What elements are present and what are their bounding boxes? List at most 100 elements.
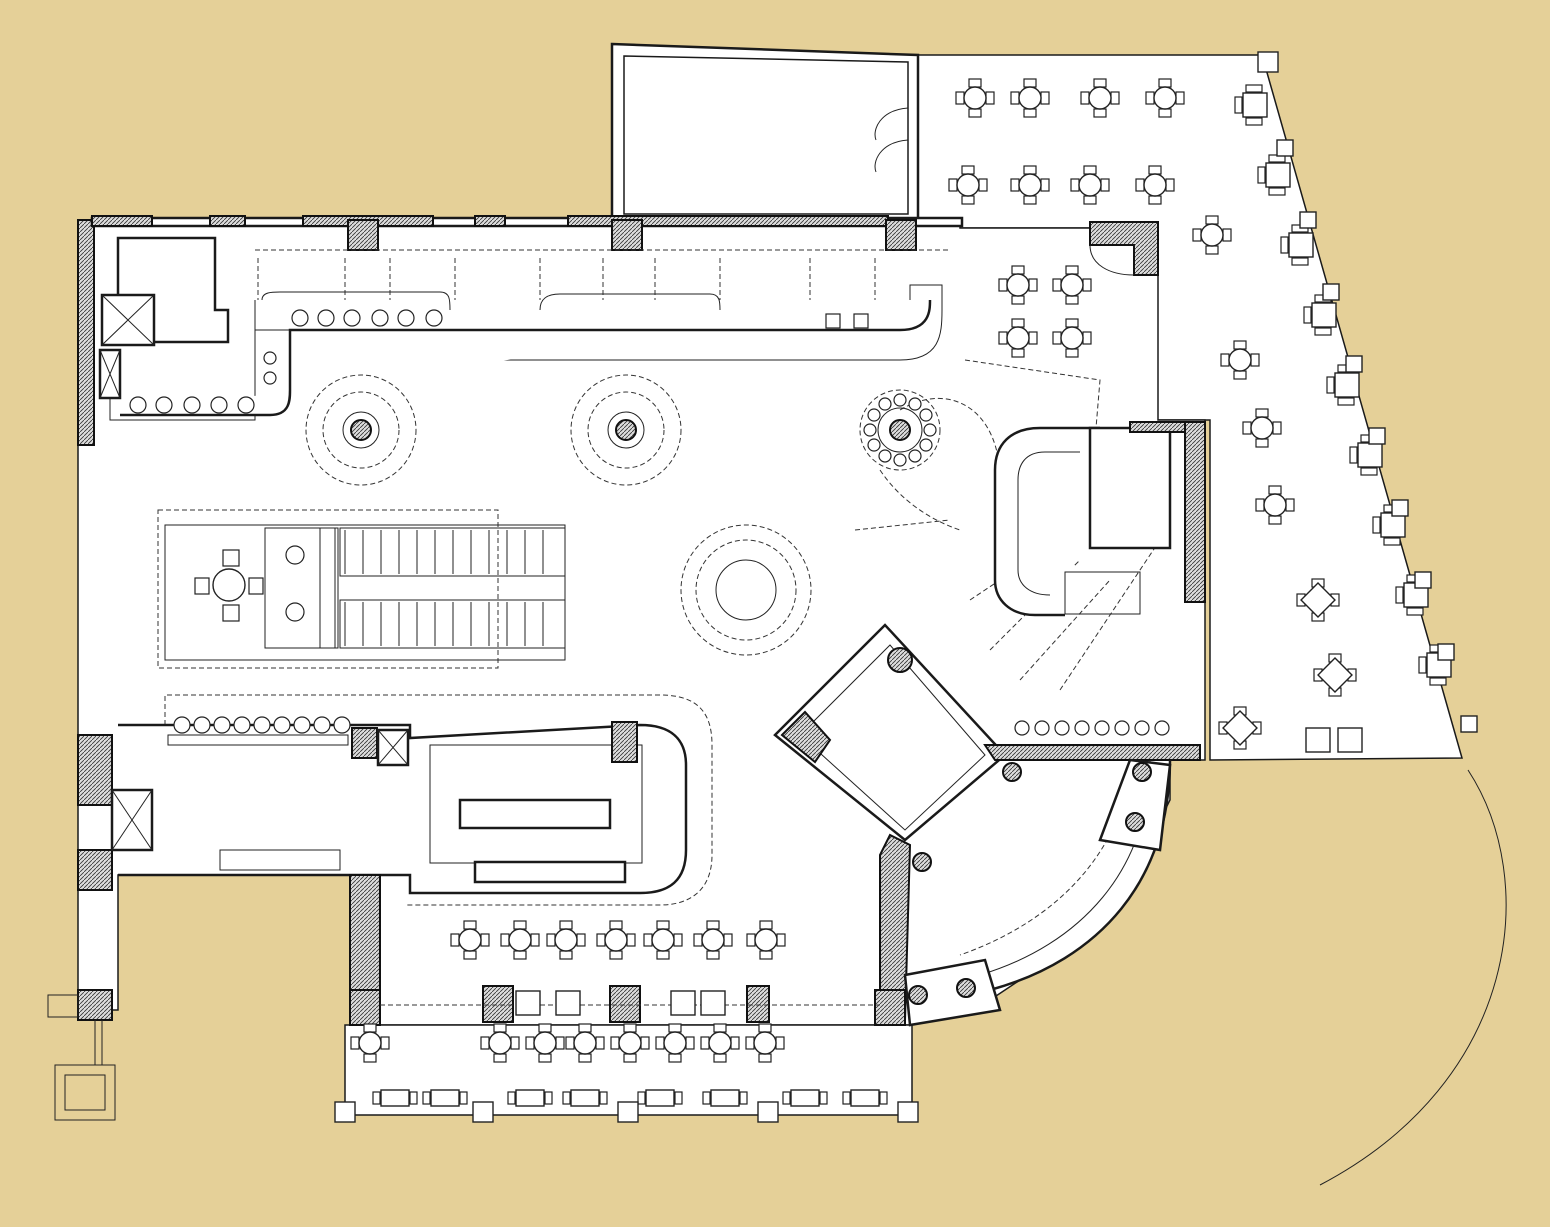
two-seat-table	[422, 1089, 468, 1107]
round-table-four-chairs	[1145, 78, 1185, 118]
round-table-four-chairs	[700, 1023, 740, 1063]
stool	[213, 716, 231, 734]
stool	[893, 393, 907, 407]
terrace-two-seat-tables	[372, 84, 1452, 1107]
two-seat-table	[670, 990, 696, 1016]
stool	[863, 423, 877, 437]
pillar	[1437, 643, 1455, 661]
west-wall	[77, 219, 95, 446]
pillar	[1322, 283, 1340, 301]
double-door-icon	[874, 107, 909, 173]
round-table-four-chairs	[1080, 78, 1120, 118]
stool	[1134, 720, 1150, 736]
stool	[1094, 720, 1110, 736]
pillar	[1460, 715, 1478, 733]
column	[885, 219, 917, 251]
round-table-four-chairs	[955, 78, 995, 118]
pillar	[1391, 499, 1409, 517]
pillar	[1368, 427, 1386, 445]
round-table-four-chairs	[655, 1023, 695, 1063]
site-boundary-curve	[1319, 769, 1507, 1186]
two-seat-table	[700, 990, 726, 1016]
two-seat-table	[562, 1089, 608, 1107]
curved-bay	[903, 758, 1172, 1027]
two-seat-table	[555, 990, 581, 1016]
escalators	[157, 509, 566, 669]
round-table-four-chairs	[948, 165, 988, 205]
stool	[293, 716, 311, 734]
kitchen-counter-stools	[173, 716, 1170, 736]
stool	[173, 716, 191, 734]
round-table-four-chairs	[1135, 165, 1175, 205]
square-table-four-chairs	[1313, 653, 1357, 697]
stool	[908, 397, 922, 411]
round-table-four-chairs	[1255, 485, 1295, 525]
column	[347, 219, 379, 251]
stool	[233, 716, 251, 734]
stool	[1054, 720, 1070, 736]
stool	[1074, 720, 1090, 736]
two-seat-table	[1337, 727, 1363, 753]
pillar	[897, 1101, 919, 1123]
stool	[253, 716, 271, 734]
round-table-four-chairs	[998, 318, 1038, 358]
bar-stools-north	[129, 309, 869, 414]
round-table-four-chairs	[998, 265, 1038, 305]
round-table-four-chairs	[350, 1023, 390, 1063]
pillar	[472, 1101, 494, 1123]
stool	[908, 449, 922, 463]
pillar	[1345, 355, 1363, 373]
pillar	[1276, 139, 1294, 157]
round-table-four-chairs	[1010, 78, 1050, 118]
round-table-four-chairs	[480, 1023, 520, 1063]
two-seat-table	[372, 1089, 418, 1107]
round-table-four-chairs	[1010, 165, 1050, 205]
column	[611, 219, 643, 251]
stool	[1014, 720, 1030, 736]
round-table-four-chairs	[1052, 265, 1092, 305]
two-seat-table	[507, 1089, 553, 1107]
terrace-pillars	[334, 51, 1478, 1123]
pillar	[1299, 211, 1317, 229]
two-seat-table	[1234, 84, 1268, 126]
dining-tables-square	[1218, 578, 1357, 750]
two-seat-table	[1305, 727, 1331, 753]
round-table-four-chairs	[1220, 340, 1260, 380]
round-table-four-chairs	[525, 1023, 565, 1063]
stool	[893, 453, 907, 467]
square-table-four-chairs	[1296, 578, 1340, 622]
round-table-four-chairs	[1242, 408, 1282, 448]
stool	[878, 397, 892, 411]
two-seat-table	[842, 1089, 888, 1107]
pillar	[757, 1101, 779, 1123]
pillar	[617, 1101, 639, 1123]
round-table-four-chairs	[693, 920, 733, 960]
south-pillars	[380, 985, 906, 1026]
round-table-four-chairs	[746, 920, 786, 960]
round-table-four-chairs	[500, 920, 540, 960]
round-table-four-chairs	[596, 920, 636, 960]
round-table-four-chairs	[1192, 215, 1232, 255]
stool	[919, 438, 933, 452]
stool	[1154, 720, 1170, 736]
round-table-four-chairs	[610, 1023, 650, 1063]
pillar	[334, 1101, 356, 1123]
dining-tables-four-seat	[350, 78, 1295, 1063]
stool	[333, 716, 351, 734]
pillar	[1257, 51, 1279, 73]
stool	[923, 423, 937, 437]
round-table-four-chairs	[565, 1023, 605, 1063]
round-table-four-chairs	[450, 920, 490, 960]
stool	[313, 716, 331, 734]
pillar	[1414, 571, 1432, 589]
round-bar	[854, 359, 1206, 691]
stool	[193, 716, 211, 734]
round-table-four-chairs	[745, 1023, 785, 1063]
stool	[867, 438, 881, 452]
round-bar-stools	[863, 393, 937, 467]
two-seat-table	[1257, 154, 1291, 196]
round-table-four-chairs	[1052, 318, 1092, 358]
two-seat-table	[515, 990, 541, 1016]
round-table-four-chairs	[643, 920, 683, 960]
